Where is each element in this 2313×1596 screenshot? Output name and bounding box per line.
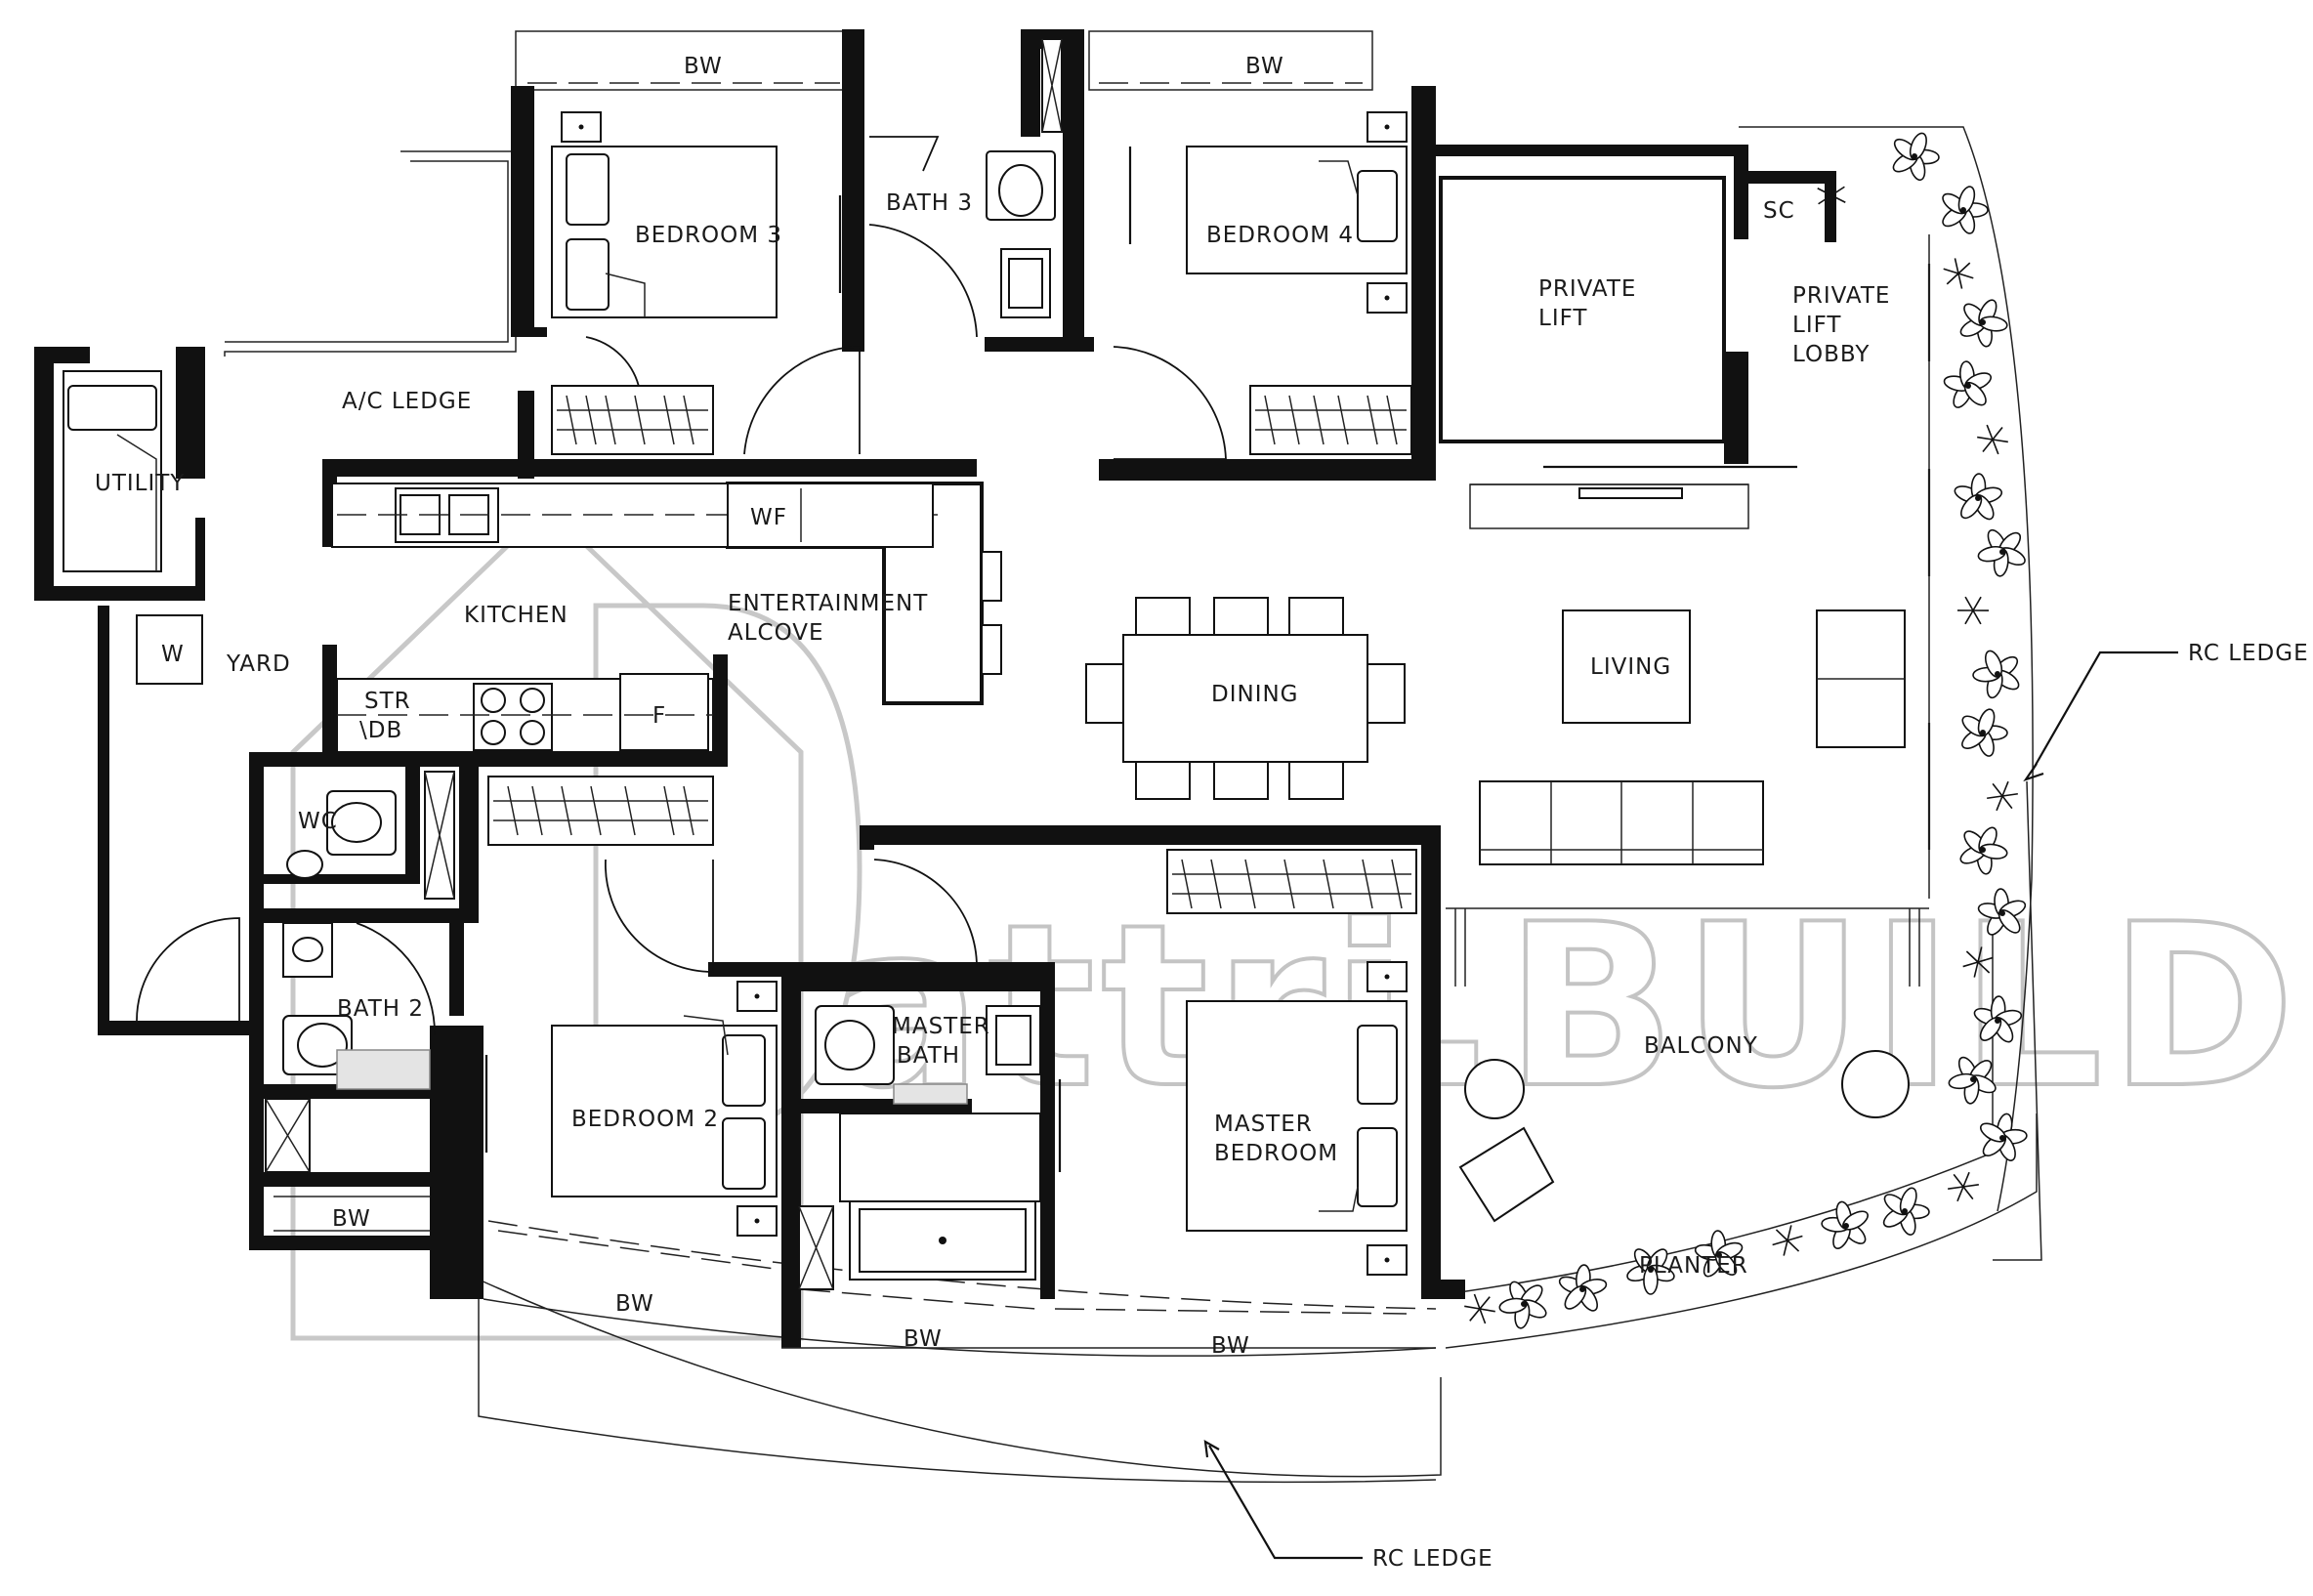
planter-plant-icon xyxy=(1943,360,1992,408)
label-str: STR xyxy=(364,689,411,714)
label-master-bath-1: MASTER xyxy=(892,1014,990,1039)
label-living: LIVING xyxy=(1590,654,1671,680)
planter-plant-icon xyxy=(1892,132,1940,182)
label-bedroom-2: BEDROOM 2 xyxy=(571,1107,719,1132)
label-rc-ledge-right: RC LEDGE xyxy=(2188,641,2309,666)
label-lift-lobby-2: LIFT xyxy=(1792,313,1841,338)
planter-plant-icon xyxy=(1962,946,1994,978)
watermark: attri.BUILD xyxy=(290,504,2301,1341)
label-private-lift-1: PRIVATE xyxy=(1538,276,1636,302)
label-bath-3: BATH 3 xyxy=(886,190,973,216)
planter-plant-icon xyxy=(1959,826,2008,875)
ledges xyxy=(224,30,2042,1484)
planter-plant-icon xyxy=(1954,473,2003,521)
planter-plant-icon xyxy=(1948,1171,1979,1202)
planter-plant-icon xyxy=(1942,186,1989,234)
windows xyxy=(273,147,1931,1349)
label-yard: YARD xyxy=(226,651,291,677)
label-bw-top-left: BW xyxy=(684,54,723,79)
label-dining: DINING xyxy=(1211,682,1299,707)
doors xyxy=(136,136,1227,1036)
planter-plant-icon xyxy=(1977,424,2008,455)
planter-plant-icon xyxy=(1817,179,1846,212)
planter-plant-icon xyxy=(1977,528,2026,577)
planter-plant-icon xyxy=(1464,1293,1495,1324)
label-lift-lobby-1: PRIVATE xyxy=(1792,283,1890,309)
planter-plant-icon xyxy=(1943,258,1974,289)
planter-plant-icon xyxy=(1694,1230,1744,1278)
label-entertainment-2: ALCOVE xyxy=(728,620,824,646)
label-bath-2: BATH 2 xyxy=(337,996,424,1022)
planter-plant-icon xyxy=(1972,650,2020,699)
planter-plant-icon xyxy=(1948,1056,1997,1105)
planter-plant-icon xyxy=(1956,596,1990,625)
label-master-bedroom-1: MASTER xyxy=(1214,1112,1313,1137)
label-bw-bedroom-2: BW xyxy=(615,1291,654,1317)
planter-plant-icon xyxy=(1498,1281,1547,1329)
label-w: W xyxy=(161,642,185,667)
watermark-text: attri.BUILD xyxy=(830,877,2301,1138)
label-ac-ledge: A/C LEDGE xyxy=(342,389,472,414)
plants xyxy=(1464,132,2028,1329)
planter-plant-icon xyxy=(1558,1264,1608,1312)
planter-plant-icon xyxy=(1980,1113,2028,1161)
label-planter: PLANTER xyxy=(1639,1253,1748,1279)
planter-plant-icon xyxy=(1977,888,2027,936)
room-labels: BW BW BEDROOM 3 BATH 3 BEDROOM 4 PRIVATE… xyxy=(95,54,2309,1572)
label-bw-master-bedroom: BW xyxy=(1211,1333,1250,1359)
planter-plant-icon xyxy=(1772,1225,1803,1256)
planter-plant-icon xyxy=(1973,995,2023,1043)
label-private-lift-2: LIFT xyxy=(1538,306,1587,331)
fixtures xyxy=(63,38,1920,1290)
planter-plant-icon xyxy=(1821,1200,1869,1249)
planter-plant-icon xyxy=(1959,299,2008,348)
label-kitchen: KITCHEN xyxy=(464,603,568,628)
planter-plant-icon xyxy=(1626,1248,1675,1295)
label-rc-ledge-bottom: RC LEDGE xyxy=(1372,1546,1493,1572)
walls xyxy=(34,29,1836,1348)
planter-plant-icon xyxy=(1961,708,2008,757)
planter-plant-icon xyxy=(1987,780,2018,812)
label-master-bath-2: BATH xyxy=(897,1043,960,1069)
label-bw-top-right: BW xyxy=(1245,54,1284,79)
label-f: F xyxy=(652,703,666,729)
label-balcony: BALCONY xyxy=(1644,1033,1758,1059)
label-bedroom-4: BEDROOM 4 xyxy=(1206,223,1354,248)
label-entertainment-1: ENTERTAINMENT xyxy=(728,591,928,616)
label-sc: SC xyxy=(1763,198,1795,224)
label-wf: WF xyxy=(750,505,787,530)
label-lift-lobby-3: LOBBY xyxy=(1792,342,1870,367)
label-utility: UTILITY xyxy=(95,471,185,496)
label-wc: WC xyxy=(298,809,338,834)
rc-ledge-leaders xyxy=(1203,651,2178,1560)
label-db: \DB xyxy=(359,718,402,743)
label-bedroom-3: BEDROOM 3 xyxy=(635,223,782,248)
planter-plant-icon xyxy=(1882,1187,1930,1236)
label-bw-master-bath: BW xyxy=(904,1326,943,1352)
label-master-bedroom-2: BEDROOM xyxy=(1214,1141,1338,1166)
label-bw-bath-2: BW xyxy=(332,1206,371,1232)
